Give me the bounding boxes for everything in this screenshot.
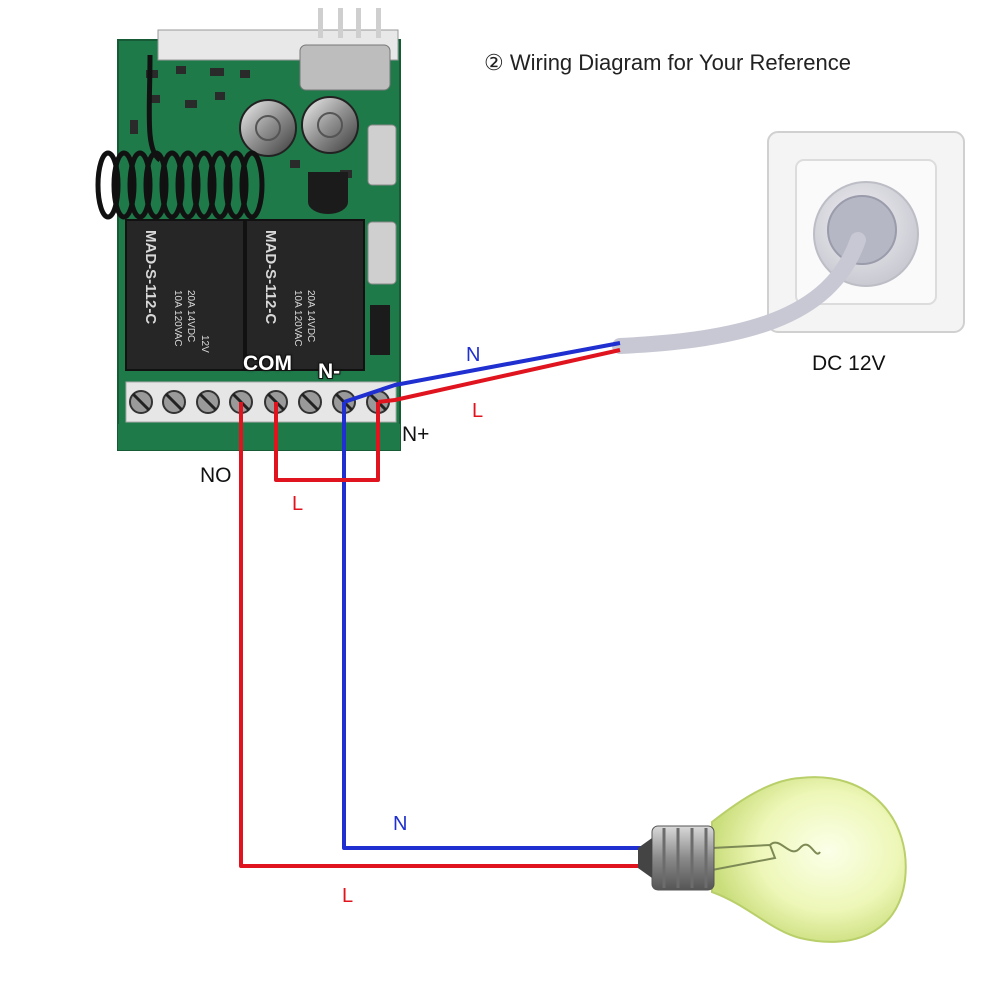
relay-2: MAD-S-112-C 10A 120VAC 20A 14VDC (245, 219, 365, 371)
button-top (367, 124, 397, 186)
neutral-wires (342, 341, 642, 850)
lamp-neutral-label: N (393, 813, 408, 835)
antenna-coil (95, 54, 265, 220)
power-source-label: DC 12V (812, 352, 886, 375)
terminal-screws (129, 390, 390, 414)
relay-1-spec-a: 10A 120VAC (172, 290, 183, 347)
relay-1-coil: 12V (199, 335, 210, 353)
bulb-filament (711, 841, 821, 871)
capacitor-left (239, 99, 297, 157)
live-wires (239, 348, 642, 868)
terminal-silkscreen-strip (118, 424, 400, 450)
terminal-com-label: COM (243, 352, 292, 375)
bulb-base-threads (662, 828, 708, 888)
jumper-live-label: L (292, 493, 304, 515)
screw-3 (196, 390, 220, 414)
screw-2 (162, 390, 186, 414)
supply-neutral-label: N (466, 344, 481, 366)
terminal-no-label: NO (200, 464, 232, 487)
capacitor-right (301, 96, 359, 154)
relay-1-model: MAD-S-112-C (142, 230, 159, 324)
relay-1: MAD-S-112-C 10A 120VAC 20A 14VDC 12V (125, 219, 245, 371)
diode (370, 305, 390, 355)
supply-neutral-wire (343, 341, 621, 404)
power-cable (612, 232, 866, 354)
bulb-glass (711, 776, 907, 943)
lamp-live-label: L (342, 885, 354, 907)
jumper-live-wire (274, 402, 380, 482)
plug-body (827, 195, 897, 265)
terminal-n-plus-label: N+ (402, 423, 430, 446)
bulb-contact (638, 838, 652, 878)
relay-board: MAD-S-112-C 10A 120VAC 20A 14VDC 12V MAD… (95, 8, 401, 451)
supply-live-label: L (472, 400, 484, 422)
relay-2-spec-b: 20A 14VDC (305, 290, 316, 342)
transistor (308, 172, 348, 214)
light-bulb (638, 776, 907, 943)
supply-live-wire (377, 348, 621, 404)
lamp-neutral-wire (342, 402, 642, 850)
wall-socket (767, 131, 965, 333)
diagram-title: ② Wiring Diagram for Your Reference (484, 50, 851, 75)
relay-2-model: MAD-S-112-C (262, 230, 279, 324)
relay-1-spec-b: 20A 14VDC (185, 290, 196, 342)
relay-2-spec-a: 10A 120VAC (292, 290, 303, 347)
terminal-n-minus-label: N- (318, 360, 341, 383)
lamp-live-wire (239, 402, 642, 868)
crystal (299, 44, 391, 91)
screw-6 (298, 390, 322, 414)
button-bottom (367, 221, 397, 285)
header-pins (318, 8, 381, 38)
screw-1 (129, 390, 153, 414)
